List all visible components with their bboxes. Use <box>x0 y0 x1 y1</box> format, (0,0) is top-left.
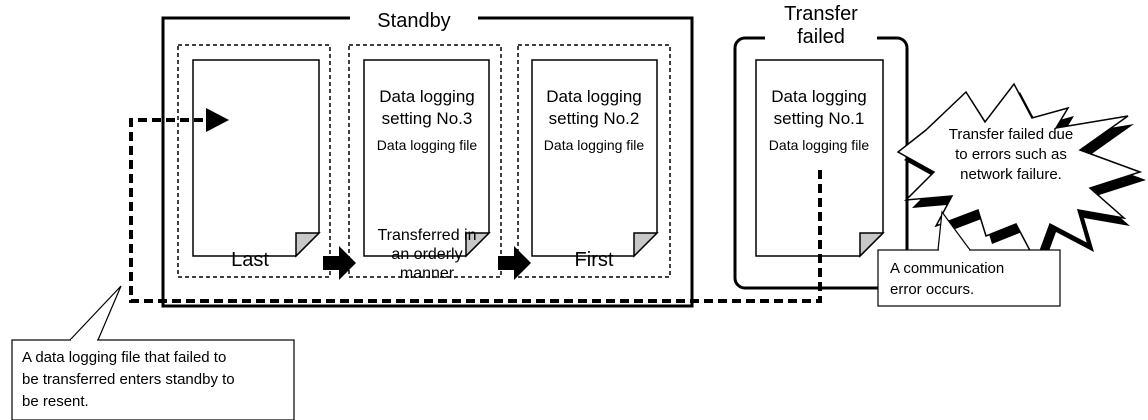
transfer-failed-group: Transfer failed Data logging setting No.… <box>733 3 909 290</box>
transfer-failed-title-line2: failed <box>797 26 845 48</box>
comm-error-pointer <box>937 210 971 251</box>
burst-shape <box>896 82 1143 264</box>
comm-error-line1: A communication <box>890 260 1004 277</box>
flow-row: Last Transferred in an orderly manner Fi… <box>231 227 614 282</box>
resend-pointer <box>69 285 122 341</box>
standby-file-1 <box>192 59 320 257</box>
failure-burst: Transfer failed due to errors such as ne… <box>896 82 1146 270</box>
standby-slot-3 <box>517 44 671 278</box>
resend-path <box>129 118 822 303</box>
burst-line2: to errors such as <box>955 146 1067 163</box>
flow-middle-line1: Transferred in <box>378 227 477 244</box>
resend-box <box>11 339 295 420</box>
comm-error-line2: error occurs. <box>890 281 974 298</box>
resend-arrowhead <box>206 108 229 132</box>
standby-slot-1 <box>177 44 331 278</box>
file-3-setting-line1: Data logging <box>546 87 641 106</box>
transfer-failed-title-gap <box>765 30 877 46</box>
flow-last: Last <box>231 249 269 271</box>
file-2-file-label: Data logging file <box>377 137 478 153</box>
standby-file-1-fold <box>295 232 321 258</box>
burst-line3: network failure. <box>960 166 1062 183</box>
flow-first: First <box>575 249 614 271</box>
resend-line3: be resent. <box>22 393 89 410</box>
resend-line1: A data logging file that failed to <box>22 349 226 366</box>
comm-error-box <box>877 249 1061 307</box>
transfer-failed-title-line1: Transfer <box>784 3 858 25</box>
standby-file-3-fold <box>633 232 659 258</box>
file-3-file-label: Data logging file <box>544 137 645 153</box>
standby-group: Standby Data logging setting No.3 Data l… <box>161 8 694 308</box>
comm-error-callout: A communication error occurs. <box>877 210 1061 307</box>
standby-title: Standby <box>377 10 450 32</box>
resend-callout: A data logging file that failed to be tr… <box>11 285 295 420</box>
flow-arrow-1 <box>323 246 356 280</box>
failed-file-fold <box>859 232 885 258</box>
standby-slot-2 <box>348 44 502 278</box>
resend-line2: be transferred enters standby to <box>22 371 235 388</box>
standby-title-gap <box>350 8 478 30</box>
burst-line1: Transfer failed due <box>949 126 1074 143</box>
flow-middle-line3: manner <box>400 265 455 282</box>
standby-file-2-fold <box>465 232 491 258</box>
flow-middle-line2: an orderly <box>391 246 462 263</box>
failed-file-setting-line1: Data logging <box>771 87 866 106</box>
failed-file-file-label: Data logging file <box>769 137 870 153</box>
flow-arrow-2 <box>498 246 531 280</box>
file-2-setting-line2: setting No.3 <box>382 109 473 128</box>
file-2-setting-line1: Data logging <box>379 87 474 106</box>
file-3-setting-line2: setting No.2 <box>549 109 640 128</box>
failed-file-setting-line2: setting No.1 <box>774 109 865 128</box>
